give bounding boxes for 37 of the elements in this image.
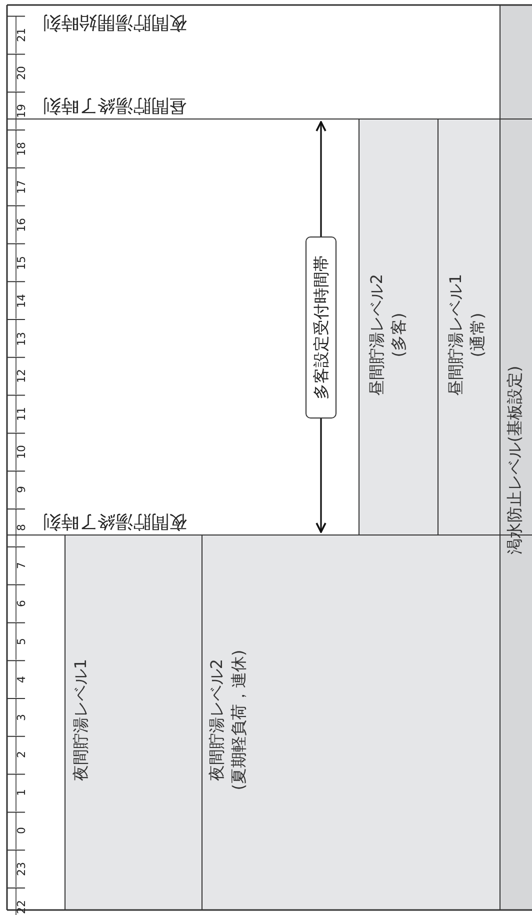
hour-label: 12 (16, 368, 27, 386)
hour-label: 19 (16, 103, 27, 120)
time-band (202, 535, 500, 910)
hour-label: 18 (16, 141, 27, 158)
time-marker-label: 夜間貯湯開始時刻 (42, 12, 187, 32)
hour-label: 10 (16, 444, 27, 462)
time-range-label: 多客設定受付時間帯 (306, 236, 336, 418)
hour-label: 22 (16, 899, 27, 915)
hour-label: 9 (16, 486, 27, 496)
time-marker-label: 夜間貯湯終了時刻 (42, 511, 187, 531)
band-label: 夜間貯湯レベル1 (70, 658, 91, 784)
time-band (500, 5, 532, 910)
hour-label: 17 (16, 178, 27, 196)
band-label: 昼間貯湯レベル2 (多客) (366, 272, 409, 398)
time-marker-label: 昼間貯湯終了時刻 (42, 95, 187, 115)
hour-label: 21 (16, 27, 27, 44)
hour-label: 3 (16, 713, 27, 723)
hour-label: 16 (16, 216, 27, 234)
hour-label: 1 (16, 788, 27, 799)
hour-label: 8 (16, 524, 27, 534)
time-band (359, 119, 438, 535)
hour-label: 7 (16, 561, 27, 572)
hour-label: 11 (16, 406, 27, 424)
hour-label: 20 (16, 65, 27, 82)
hour-label: 23 (16, 861, 27, 878)
hour-label: 5 (16, 637, 27, 648)
hour-label: 14 (16, 292, 27, 310)
hour-label: 13 (16, 330, 27, 348)
hour-label: 6 (16, 599, 27, 610)
hour-label: 15 (16, 254, 27, 272)
hour-label: 4 (16, 675, 27, 686)
hour-label: 2 (16, 750, 27, 761)
time-band (65, 535, 202, 910)
band-label: 夜間貯湯レベル2 (夏期軽負荷，連休) (206, 648, 249, 792)
hour-label: 0 (16, 826, 27, 837)
time-band (438, 119, 500, 535)
band-label: 昼間貯湯レベル1 (通常) (445, 272, 488, 398)
